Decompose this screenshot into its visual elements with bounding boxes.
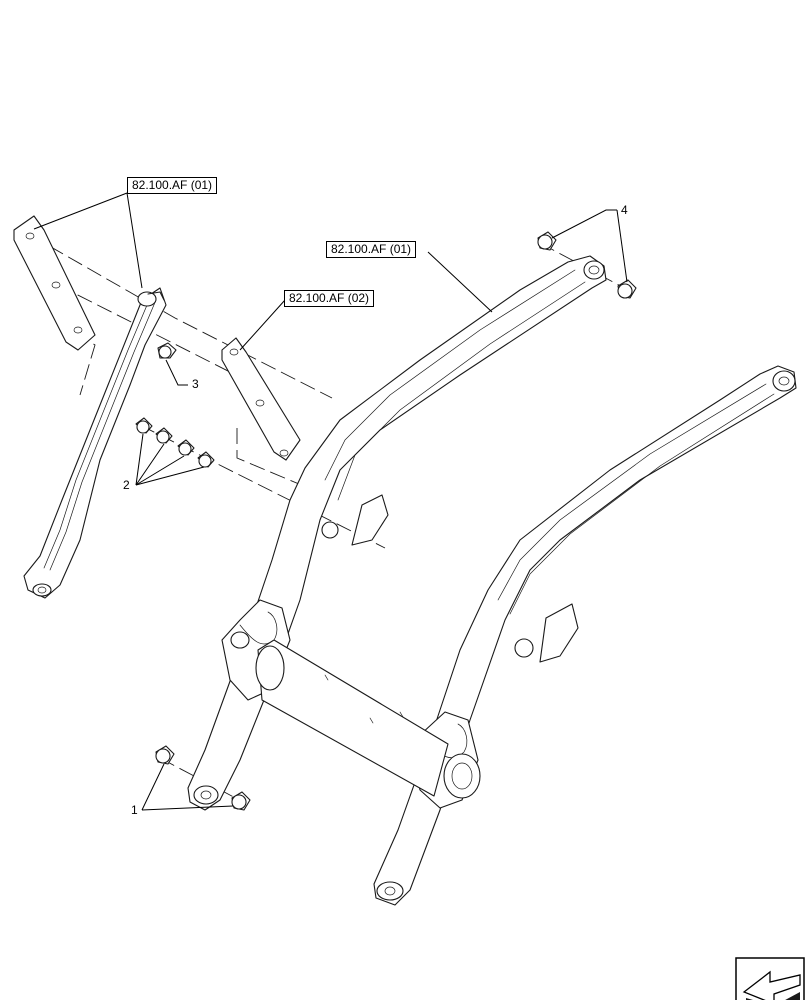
callout-item-4: 4 — [621, 203, 628, 217]
left-mounting-plate — [13, 215, 96, 351]
reference-label-plate[interactable]: 82.100.AF (02) — [284, 290, 375, 307]
callout-item-3: 3 — [192, 377, 199, 391]
callout-item-1: 1 — [131, 803, 138, 817]
link-arm — [23, 287, 167, 599]
back-arrow-icon[interactable] — [735, 957, 805, 1000]
reference-label-arm-links[interactable]: 82.100.AF (01) — [127, 177, 218, 194]
right-mounting-plate — [221, 337, 301, 461]
bushings-item-1 — [155, 745, 251, 811]
bushings-item-4 — [537, 231, 637, 299]
bushings-item-2 — [135, 417, 215, 468]
leader-lines — [33, 192, 628, 811]
bushing-item-3 — [157, 342, 177, 359]
loader-boom — [187, 255, 797, 906]
reference-label-boom[interactable]: 82.100.AF (01) — [326, 241, 417, 258]
callout-item-2: 2 — [123, 478, 130, 492]
